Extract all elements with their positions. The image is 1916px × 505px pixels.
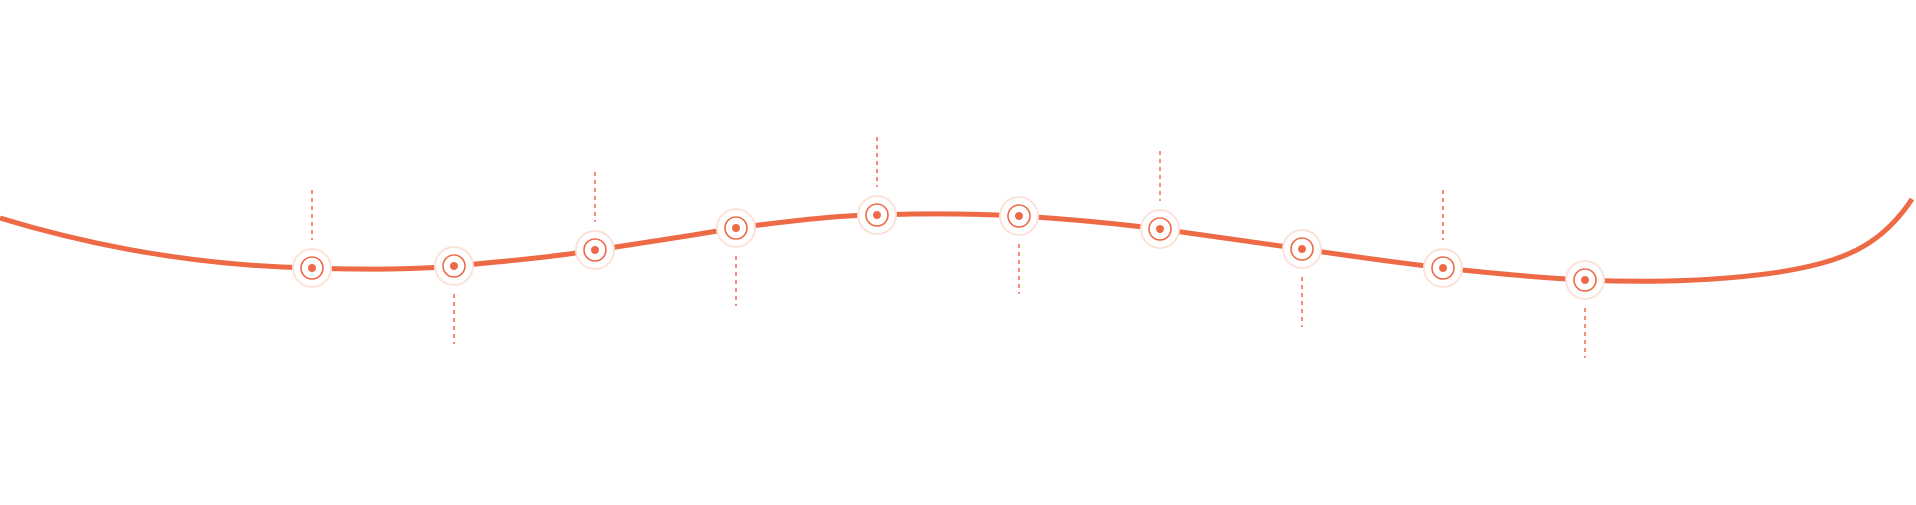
milestone-2 [434, 246, 474, 344]
milestone-6-dot [1015, 212, 1023, 220]
milestone-1 [292, 190, 332, 288]
milestone-1-dot [308, 264, 316, 272]
timeline-curve [0, 197, 1915, 284]
milestone-2-dot [450, 262, 458, 270]
milestone-5-dot [873, 211, 881, 219]
milestone-7 [1140, 150, 1180, 249]
milestone-4 [716, 208, 756, 306]
milestone-9-dot [1439, 264, 1447, 272]
milestone-8-dot [1298, 245, 1306, 253]
milestone-3 [575, 172, 615, 271]
milestone-7-dot [1156, 224, 1164, 233]
milestone-4-dot [732, 224, 740, 233]
milestone-10-dot [1581, 276, 1589, 284]
milestone-8 [1282, 229, 1322, 327]
milestone-10 [1565, 260, 1605, 358]
milestones-layer [292, 137, 1605, 358]
milestone-6 [999, 196, 1039, 294]
milestone-5 [857, 137, 897, 235]
milestone-3-dot [591, 246, 599, 255]
milestone-9 [1423, 190, 1463, 288]
